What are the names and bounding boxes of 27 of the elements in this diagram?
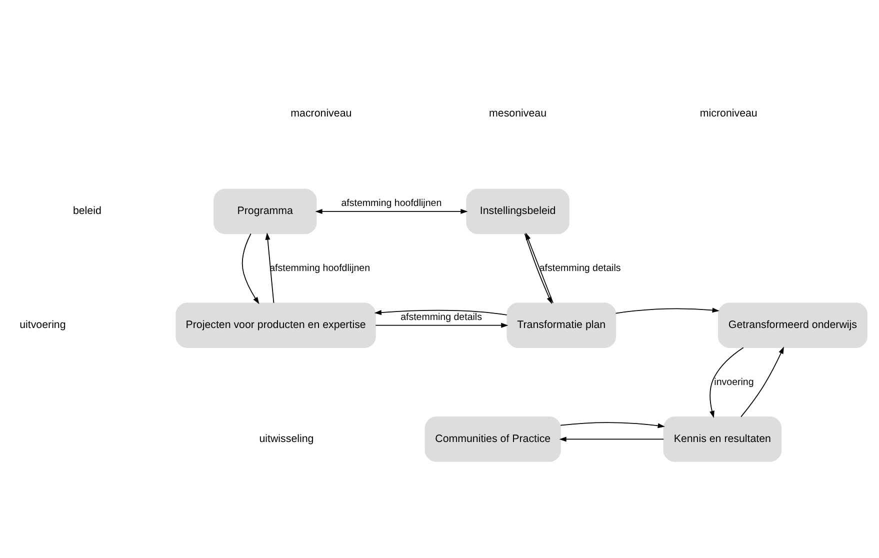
node-box: Kennis en resultaten <box>663 416 782 462</box>
arrow <box>374 309 508 315</box>
edge-label: afstemming details <box>400 311 482 322</box>
node-box: Getransformeerd onderwijs <box>718 302 868 348</box>
node-box: Instellingsbeleid <box>466 188 570 234</box>
label: mesoniveau <box>489 106 547 119</box>
label: uitwisseling <box>259 432 314 444</box>
edge-label: afstemming hoofdlijnen <box>341 197 442 208</box>
arrow <box>242 232 260 304</box>
label: beleid <box>72 204 102 217</box>
edge-label: afstemming details <box>539 262 621 274</box>
label: uitvoering <box>20 318 66 331</box>
node-box: Programma <box>214 188 317 234</box>
arrow <box>710 346 744 418</box>
edge-label: invoering <box>714 376 754 388</box>
arrow <box>615 307 720 314</box>
label: macroniveau <box>290 106 352 119</box>
arrow <box>740 346 784 417</box>
node-box: Transformatie plan <box>506 302 616 348</box>
arrow <box>265 232 274 303</box>
node-box: Projecten voor producten en expertise <box>176 302 376 348</box>
label: microniveau <box>700 106 758 119</box>
arrow <box>559 436 664 442</box>
arrow <box>560 422 665 428</box>
arrow <box>375 322 508 328</box>
node-box: Communities of Practice <box>424 416 561 462</box>
arrow <box>315 208 468 214</box>
